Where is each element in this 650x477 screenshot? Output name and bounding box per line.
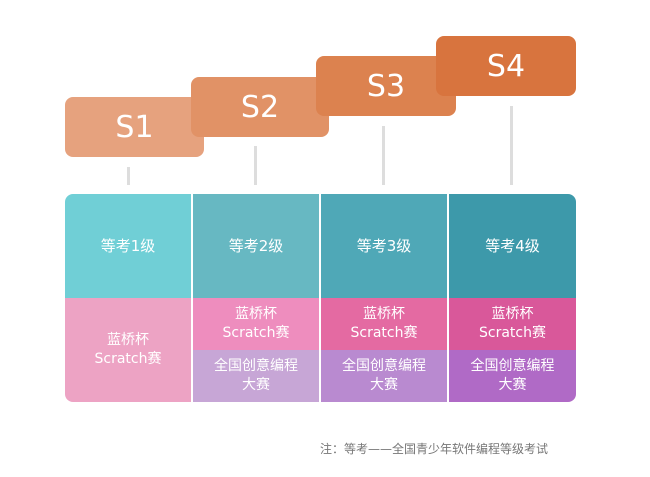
exam-level-3-cell: 等考3级 (321, 194, 447, 298)
level-s3-box: S3 (316, 56, 456, 116)
competition-name-text: 全国创意编程 (214, 358, 298, 374)
competition-suffix-text: 大赛 (370, 377, 398, 393)
creative-coding-cell-4: 全国创意编程 大赛 (449, 350, 576, 402)
level-s1-box: S1 (65, 97, 204, 157)
connector-line-1 (127, 167, 130, 185)
connector-line-2 (254, 146, 257, 185)
creative-coding-cell-3: 全国创意编程 大赛 (321, 350, 447, 402)
connector-line-4 (510, 106, 513, 185)
creative-coding-cell-2: 全国创意编程 大赛 (193, 350, 319, 402)
cup-track-text: Scratch赛 (350, 325, 418, 341)
competition-name-text: 全国创意编程 (342, 358, 426, 374)
lanqiao-cup-cell-2: 蓝桥杯 Scratch赛 (193, 298, 319, 350)
exam-level-1-cell: 等考1级 (65, 194, 191, 298)
level-s4-box: S4 (436, 36, 576, 96)
exam-level-2-cell: 等考2级 (193, 194, 319, 298)
cup-name-text: 蓝桥杯 (491, 306, 534, 322)
cup-name-text: 蓝桥杯 (235, 306, 277, 322)
lanqiao-cup-cell-3: 蓝桥杯 Scratch赛 (321, 298, 447, 350)
cup-name-text: 蓝桥杯 (107, 332, 149, 348)
competition-name-text: 全国创意编程 (470, 358, 555, 374)
competition-suffix-text: 大赛 (242, 377, 270, 393)
lanqiao-cup-cell-4: 蓝桥杯 Scratch赛 (449, 298, 576, 350)
lanqiao-cup-cell-1: 蓝桥杯 Scratch赛 (65, 298, 191, 402)
footnote: 注：等考——全国青少年软件编程等级考试 (320, 442, 549, 456)
cup-track-text: Scratch赛 (479, 325, 546, 341)
level-s2-box: S2 (191, 77, 329, 137)
cup-track-text: Scratch赛 (94, 351, 162, 367)
cup-name-text: 蓝桥杯 (363, 306, 405, 322)
cup-track-text: Scratch赛 (222, 325, 290, 341)
competition-suffix-text: 大赛 (498, 377, 527, 393)
exam-level-4-cell: 等考4级 (449, 194, 576, 298)
connector-line-3 (382, 126, 385, 185)
